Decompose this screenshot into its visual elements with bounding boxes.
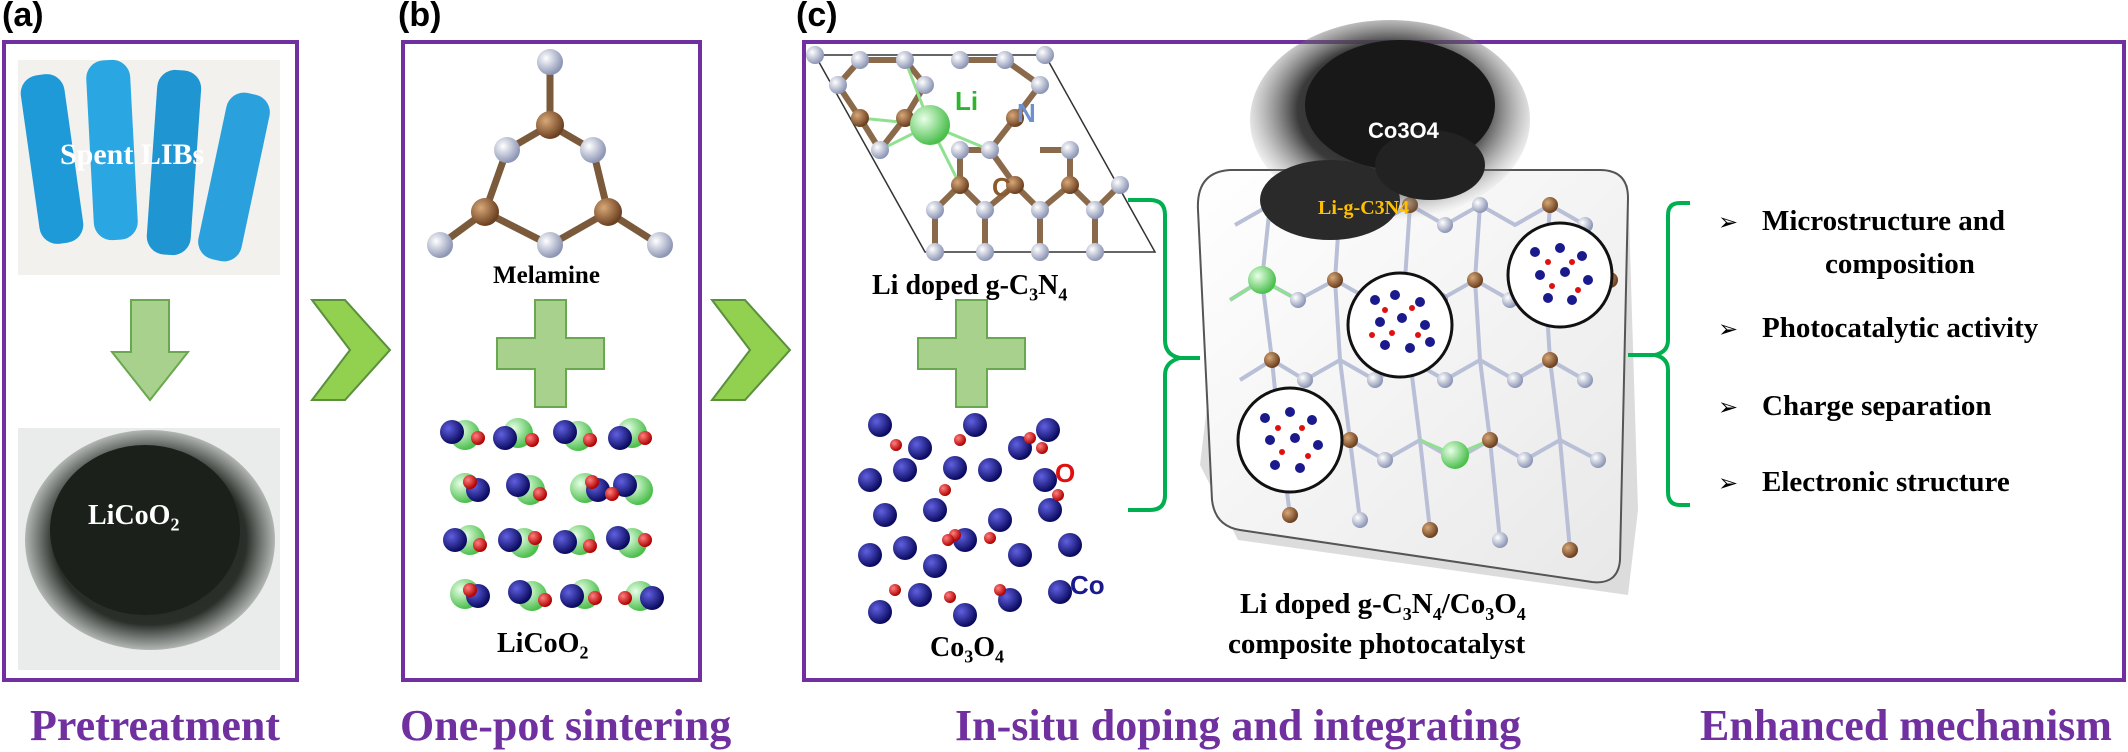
down-arrow-icon	[109, 299, 191, 402]
brace-mechanism	[1654, 201, 1690, 507]
brace-top	[1128, 198, 1181, 376]
panel-label-a: (a)	[2, 0, 44, 34]
atom-label-li: Li	[955, 86, 979, 116]
co3o4-label: Co3O4	[930, 632, 1005, 667]
licoo2-sub: 2	[579, 642, 589, 663]
licoo2-crystal	[440, 418, 664, 611]
melamine-molecule	[427, 49, 673, 258]
tem-image	[1250, 20, 1530, 240]
arrow-bullet-icon: ➢	[1718, 393, 1739, 421]
panel-label-c: (c)	[796, 0, 838, 34]
licoo2-powder-label: LiCoO2	[88, 500, 179, 536]
chevron-right-icon-2	[709, 299, 792, 401]
li-gc3n4-lattice	[806, 46, 1157, 261]
tem-ligcn-label: Li-g-C3N4	[1318, 197, 1410, 219]
panel-b-frame	[401, 40, 702, 682]
atom-label-n: N	[1017, 98, 1036, 128]
panel-a-frame	[2, 40, 299, 682]
li-doped-gcn-label: Li doped g-C3N4	[872, 270, 1068, 305]
mechanism-item-1-cont: composition	[1825, 248, 1975, 280]
co3o4-crystal	[858, 413, 1082, 627]
stage-label-mechanism: Enhanced mechanism	[1700, 701, 2112, 750]
arrow-bullet-icon: ➢	[1718, 469, 1739, 497]
plus-icon	[496, 299, 605, 408]
licoo2-text: LiCoO	[497, 628, 580, 659]
licoo2-powder-sub: 2	[170, 514, 180, 535]
atom-label-co: Co	[1070, 570, 1105, 600]
plus-icon-2	[917, 299, 1026, 408]
atom-label-c: C	[992, 172, 1011, 202]
mechanism-item-3: ➢Charge separation	[1718, 390, 1992, 422]
atom-label-o: O	[1055, 458, 1076, 488]
spent-libs-label: Spent LIBs	[60, 138, 205, 171]
arrow-bullet-icon: ➢	[1718, 315, 1739, 343]
mechanism-item-4: ➢Electronic structure	[1718, 466, 2010, 498]
composite-label-line1: Li doped g-C3N4/Co3O4	[1240, 588, 1526, 624]
battery-cells	[20, 59, 270, 262]
tem-co3o4-label: Co3O4	[1368, 118, 1439, 143]
mechanism-item-2: ➢Photocatalytic activity	[1718, 312, 2039, 344]
arrow-bullet-icon: ➢	[1718, 208, 1739, 236]
stage-label-one-pot: One-pot sintering	[400, 701, 732, 750]
stage-label-pretreatment: Pretreatment	[30, 701, 281, 750]
composite-label-line2: composite photocatalyst	[1228, 628, 1526, 660]
chevron-right-icon	[309, 299, 392, 401]
mechanism-item-1: ➢Microstructure and	[1718, 205, 2005, 237]
panel-label-b: (b)	[398, 0, 442, 34]
brace-bottom	[1128, 375, 1167, 512]
licoo2-powder-text: LiCoO	[88, 500, 171, 531]
licoo2-label: LiCoO2	[497, 628, 588, 664]
stage-label-in-situ: In-situ doping and integrating	[955, 701, 1522, 750]
melamine-label: Melamine	[493, 262, 600, 289]
co3o4-particles	[1236, 221, 1614, 494]
